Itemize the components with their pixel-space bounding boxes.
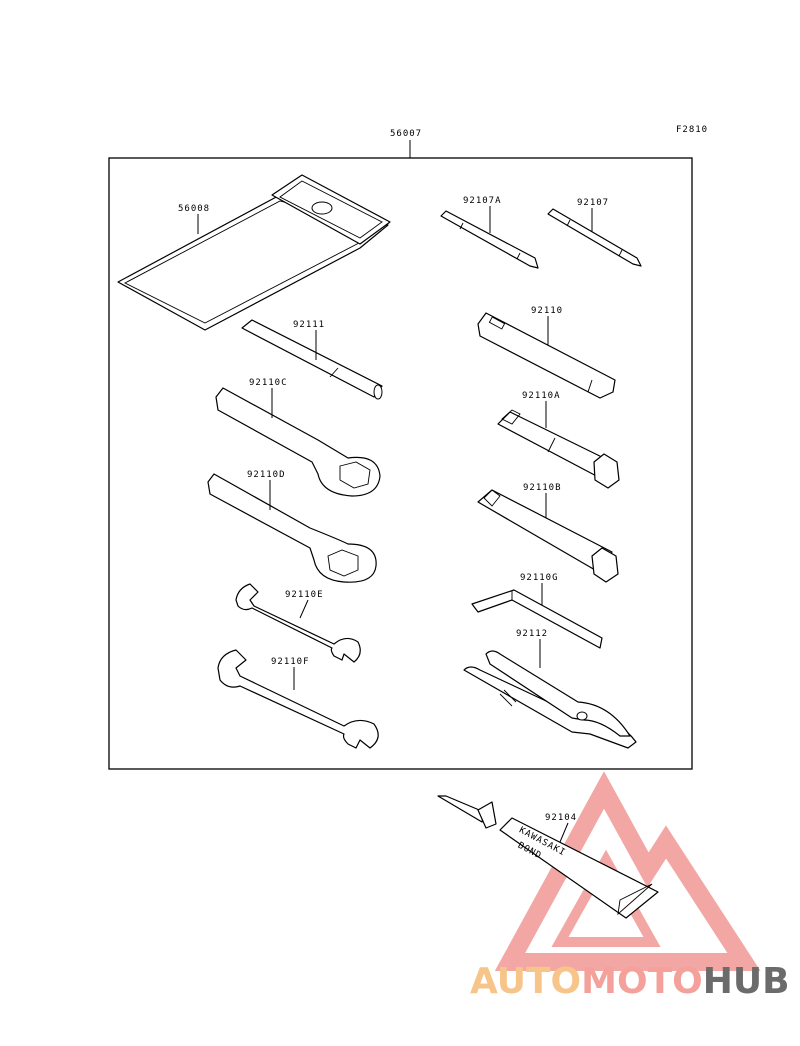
screwdriver-a-drawing bbox=[440, 210, 539, 269]
socket-b-drawing bbox=[477, 489, 619, 583]
socket-a-drawing bbox=[497, 409, 620, 489]
kit-frame bbox=[108, 157, 693, 770]
hex-key-drawing bbox=[471, 589, 603, 649]
ring-wrench-d-drawing bbox=[207, 473, 377, 583]
screwdriver-label: 92107 bbox=[577, 198, 609, 208]
handle-bar-drawing bbox=[477, 312, 616, 399]
tool-bag-drawing bbox=[117, 174, 391, 331]
handle-bar-label: 92110 bbox=[531, 306, 563, 316]
wrench-handle-drawing bbox=[241, 319, 383, 400]
pliers-drawing bbox=[463, 650, 637, 749]
ring-wrench-c-drawing bbox=[215, 387, 381, 497]
watermark-text: AUTOMOTOHUB bbox=[470, 961, 790, 1002]
figure-code: F2810 bbox=[676, 125, 708, 135]
ring-wrench-c-label: 92110C bbox=[249, 378, 288, 388]
kit-part-label: 56007 bbox=[390, 129, 422, 139]
ring-wrench-d-label: 92110D bbox=[247, 470, 286, 480]
open-wrench-f-drawing bbox=[217, 649, 379, 749]
bond-tube-drawing: KAWASAKI BOND bbox=[437, 795, 659, 919]
open-wrench-e-label: 92110E bbox=[285, 590, 324, 600]
hex-key-label: 92110G bbox=[520, 573, 559, 583]
open-wrench-f-label: 92110F bbox=[271, 657, 310, 667]
pliers-label: 92112 bbox=[516, 629, 548, 639]
screwdriver-drawing bbox=[547, 208, 642, 267]
bond-tube-label: 92104 bbox=[545, 813, 577, 823]
bag-label: 56008 bbox=[178, 204, 210, 214]
socket-a-label: 92110A bbox=[522, 391, 561, 401]
wrench-handle-label: 92111 bbox=[293, 320, 325, 330]
open-wrench-e-drawing bbox=[235, 583, 361, 663]
socket-b-label: 92110B bbox=[523, 483, 562, 493]
screwdriver-a-label: 92107A bbox=[463, 196, 502, 206]
